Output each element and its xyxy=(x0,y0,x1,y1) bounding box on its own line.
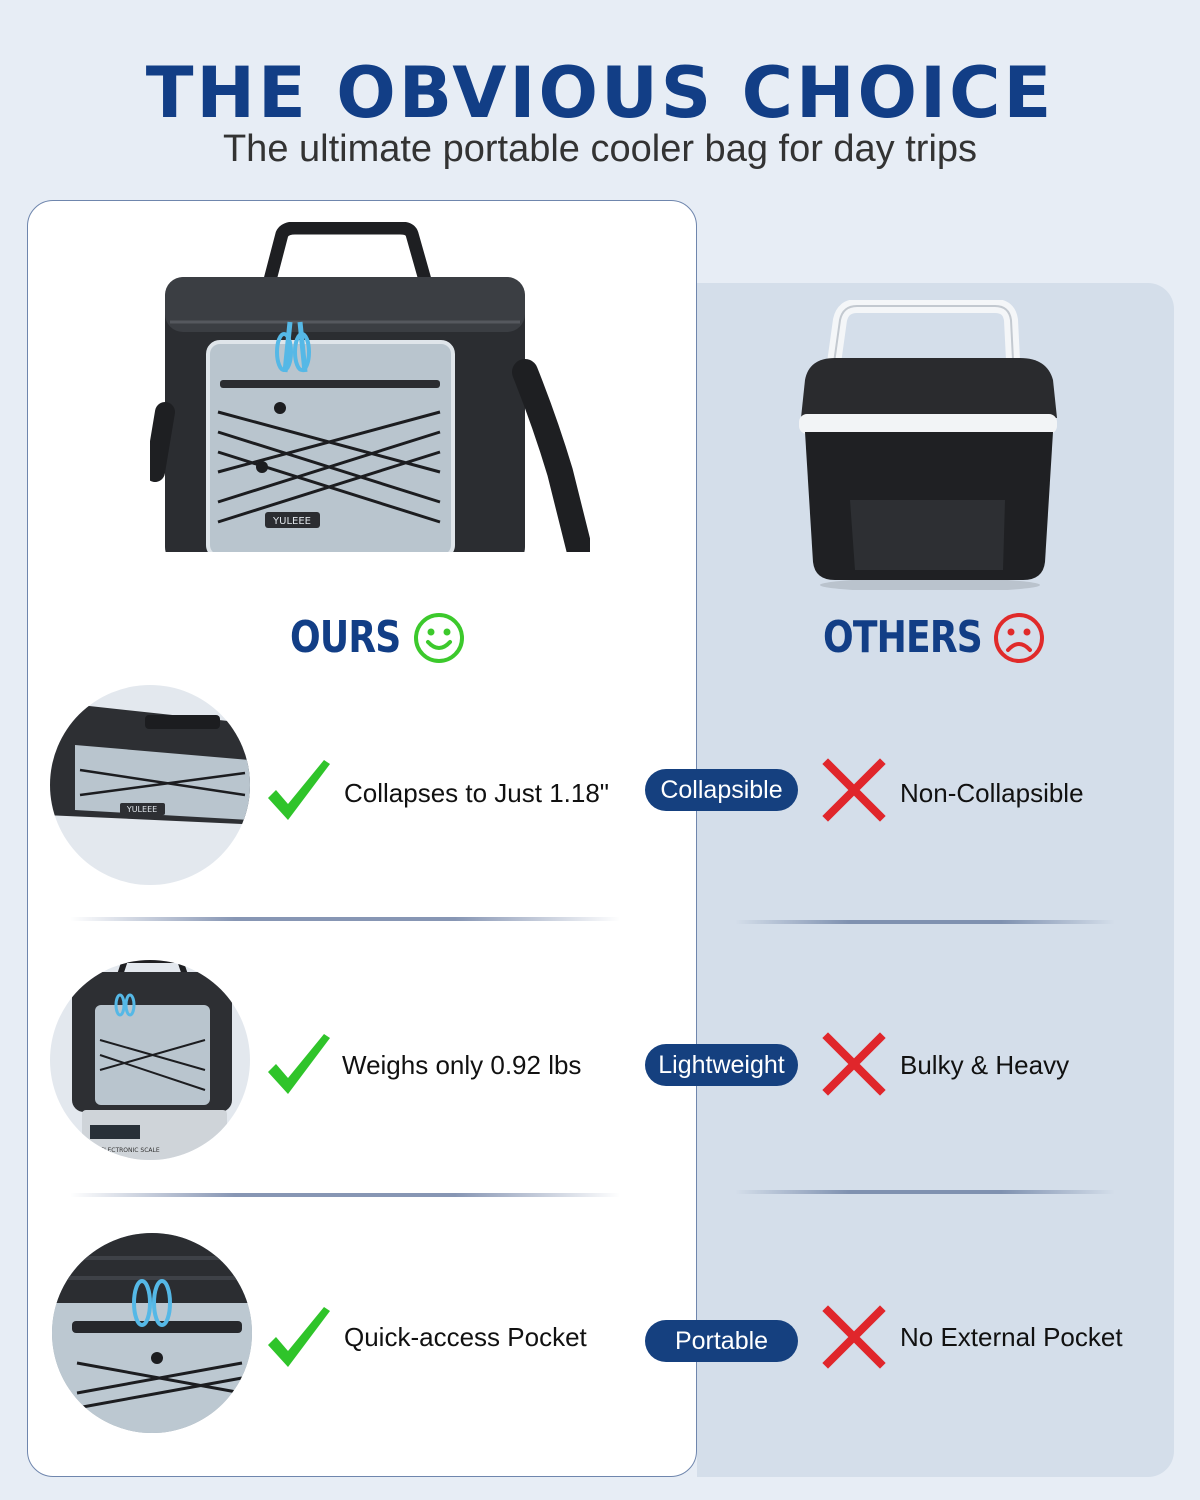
red-cross-icon xyxy=(822,1305,886,1369)
smiley-face-icon xyxy=(414,613,464,663)
red-cross-icon xyxy=(822,758,886,822)
row-divider xyxy=(70,917,620,921)
ours-feature-text: Collapses to Just 1.18" xyxy=(344,778,610,808)
feature-pill: Lightweight xyxy=(645,1044,798,1086)
feature-pill: Collapsible xyxy=(645,769,798,811)
row-divider xyxy=(735,1190,1115,1194)
collapsed-bag-thumbnail: YULEEE xyxy=(50,685,250,885)
others-feature-text: Bulky & Heavy xyxy=(900,1050,1070,1080)
bag-on-scale-thumbnail: ELECTRONIC SCALE xyxy=(50,960,250,1160)
soft-cooler-bag-image: YULEEE xyxy=(150,222,590,552)
feature-pill: Portable xyxy=(645,1320,798,1362)
green-check-icon xyxy=(268,1307,330,1367)
row-divider xyxy=(70,1193,620,1197)
frown-face-icon xyxy=(994,613,1044,663)
green-check-icon xyxy=(268,1034,330,1094)
collapsed-bag-brand: YULEEE xyxy=(126,805,157,814)
brand-tag: YULEEE xyxy=(272,516,311,527)
others-label: OTHERS xyxy=(823,612,983,663)
ours-label: OURS xyxy=(290,612,401,663)
hard-cooler-image xyxy=(799,300,1057,590)
others-feature-text: No External Pocket xyxy=(900,1322,1123,1352)
ours-feature-text: Weighs only 0.92 lbs xyxy=(342,1050,582,1080)
scale-label: ELECTRONIC SCALE xyxy=(100,1147,159,1154)
green-check-icon xyxy=(268,760,330,820)
row-divider xyxy=(735,920,1115,924)
pocket-closeup-thumbnail xyxy=(52,1233,252,1433)
red-cross-icon xyxy=(822,1032,886,1096)
page-title: THE OBVIOUS CHOICE xyxy=(145,52,1055,134)
ours-feature-text: Quick-access Pocket xyxy=(344,1322,587,1352)
others-feature-text: Non-Collapsible xyxy=(900,778,1084,808)
page-subtitle: The ultimate portable cooler bag for day… xyxy=(222,128,978,170)
